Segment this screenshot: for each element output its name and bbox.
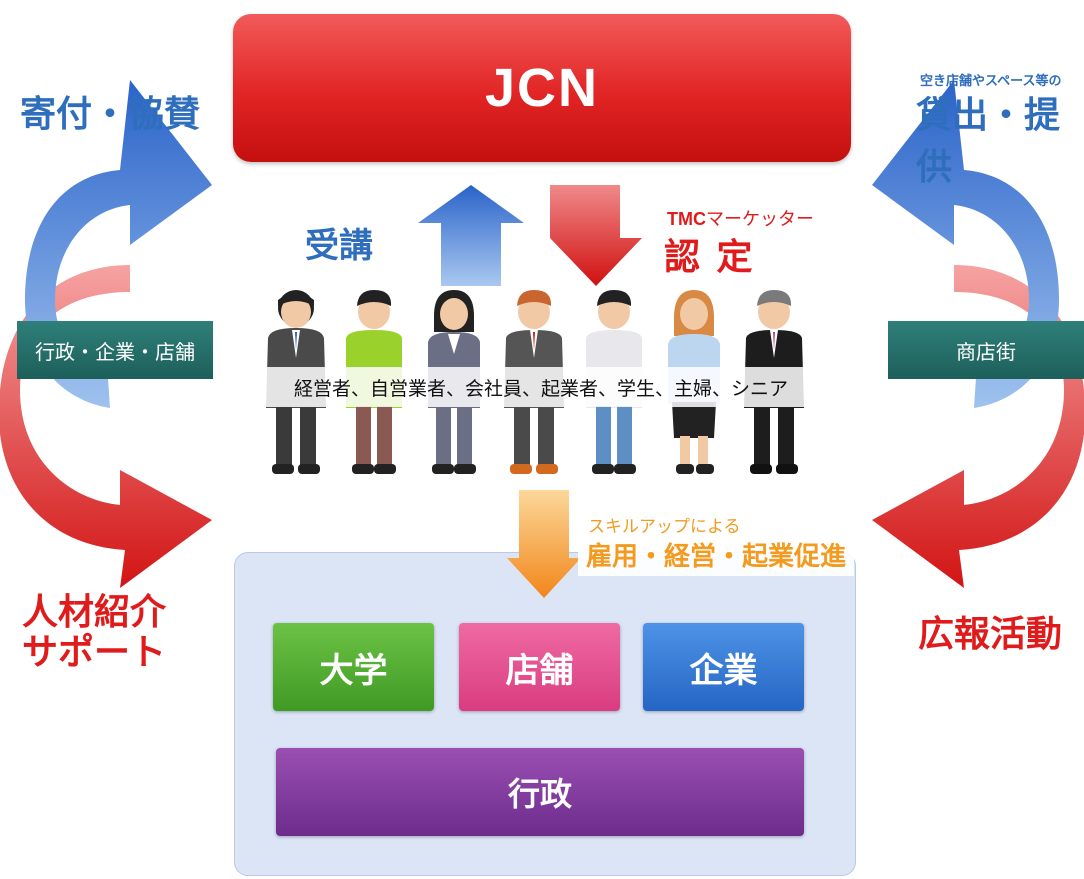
people-caption-text: 経営者、自営業者、会社員、起業者、学生、主婦、シニア: [293, 377, 788, 400]
right-band: 商店街: [888, 321, 1084, 379]
right-blue-arrow: [872, 80, 1059, 408]
people-caption: 経営者、自営業者、会社員、起業者、学生、主婦、シニア: [258, 367, 824, 407]
left-cycle-arrows: [0, 80, 212, 588]
down-arrow: [550, 185, 642, 286]
cert-big-label: 認 定: [664, 237, 755, 278]
left-band-label: 行政・企業・店舗: [35, 339, 195, 364]
left-bottom-label: 人材紹介 サポート: [22, 593, 166, 673]
left-red-arrow: [0, 265, 212, 588]
skill-big-label: 雇用・経営・起業促進: [586, 542, 847, 572]
orange-down-arrow: [507, 490, 581, 598]
cert-small-prefix: TMC: [667, 209, 706, 229]
university-box: 大学: [273, 623, 434, 711]
jcn-banner: JCN: [233, 14, 851, 162]
right-top-small-label: 空き店舗やスペース等の: [920, 74, 1062, 89]
up-arrow: [418, 185, 524, 286]
cert-small-label: TMCマーケッター: [667, 205, 814, 231]
up-label: 受講: [305, 226, 373, 266]
right-band-label: 商店街: [956, 339, 1016, 364]
left-band: 行政・企業・店舗: [17, 321, 213, 379]
cert-small-suffix: マーケッター: [706, 209, 814, 230]
right-top-label: 貸出・提供: [916, 95, 1061, 188]
government-label: 行政: [507, 775, 572, 813]
left-bottom-label-line1: 人材紹介: [22, 592, 167, 633]
jcn-title: JCN: [484, 58, 600, 118]
right-cycle-arrows: [872, 80, 1084, 588]
shop-label: 店舗: [505, 650, 574, 691]
skill-small-label: スキルアップによる: [588, 517, 741, 537]
right-red-arrow: [872, 265, 1084, 588]
company-box: 企業: [643, 623, 804, 711]
skill-label-bg: [578, 510, 854, 576]
university-label: 大学: [319, 650, 388, 691]
right-bottom-label: 広報活動: [918, 614, 1063, 655]
government-box: 行政: [276, 748, 804, 836]
company-label: 企業: [689, 650, 758, 691]
left-bottom-label-line2: サポート: [22, 632, 167, 673]
left-blue-arrow: [25, 80, 212, 408]
left-top-label: 寄付・協賛: [20, 94, 201, 135]
shop-box: 店舗: [459, 623, 620, 711]
